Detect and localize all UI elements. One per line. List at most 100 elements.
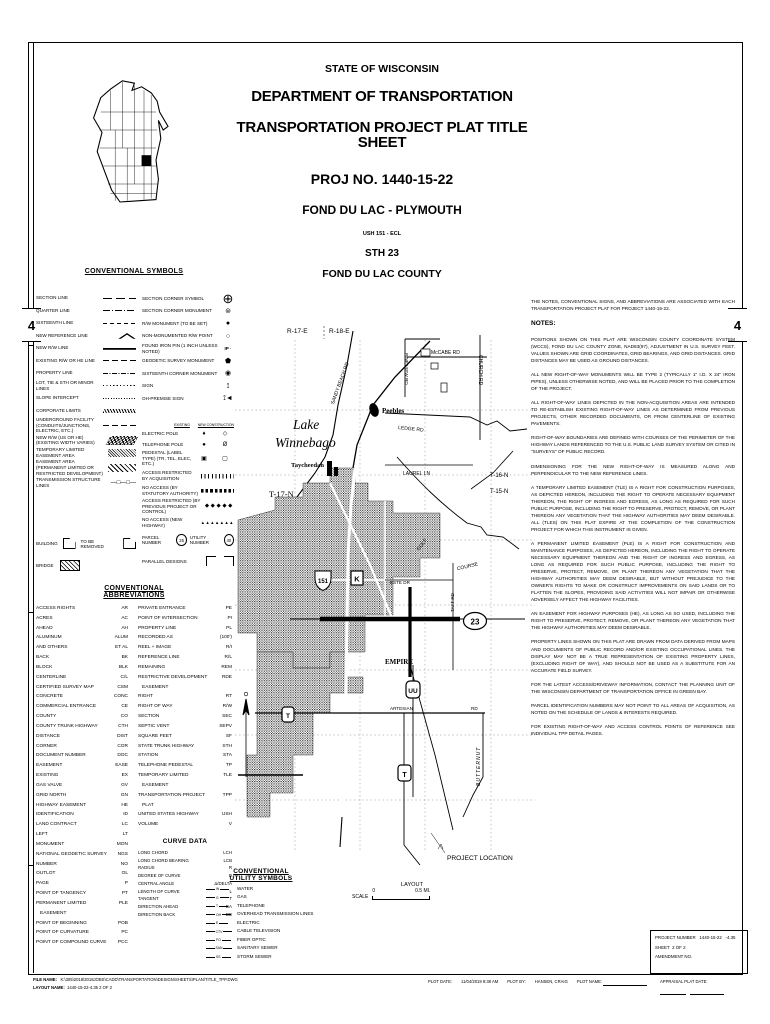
abbreviation-term: CERTIFIED SURVEY MAP [36,684,94,690]
conventional-abbreviations-section: CONVENTIONAL ABBREVIATIONS ACCESS RIGHTS… [36,585,232,948]
note-paragraph: PROPERTY LINES SHOWN ON THIS PLAT ARE DR… [531,639,735,673]
note-paragraph: A PERMANENT LIMITED EASEMENT (PLE) IS A … [531,540,735,603]
legend-line-sample [103,422,136,430]
utility-row: SS STORM SEWER [206,953,316,961]
title-project-number: PROJ NO. 1440-15-22 [310,170,454,187]
abbreviation-code: AH [121,625,128,631]
cth-t-marker-west-icon [281,706,295,723]
abbreviation-term: RIGHT [138,694,153,700]
lake-name-line1: Lake [292,417,319,432]
abbreviation-row: OUTLOT OL [36,869,128,879]
title-county: FOND DU LAC COUNTY [322,268,442,280]
note-paragraph: A TEMPORARY LIMITED EASEMENT (TLE) IS A … [531,484,735,532]
parcel-utility-row: PARCEL NUMBER 25 UTILITY NUMBER 40 [142,534,234,546]
pole-new-icon: Ø [222,441,228,448]
legend-row: TEMPORARY LIMITED EASEMENT AREA [36,447,136,460]
pole-row: ELECTRIC POLE ♦ ◇ [142,428,234,439]
abbreviation-row: BACK BK [36,653,128,663]
curve-data-term: LONG CHORD BEARING [138,857,189,863]
legend-label: QUARTER LINE [36,307,70,313]
curve-data-term: CENTRAL ANGLE [138,880,175,886]
layout-label: LAYOUT [401,882,423,888]
legend-row: SIXTEENTH LINE [36,317,136,330]
sth-23-number: 23 [471,618,480,627]
layout-name-value: 1440-15-22-4.35 2 OF 2 [67,984,112,990]
abbreviation-term: REEL + IMAGE [138,645,172,651]
legend-row: UNDERGROUND FACILITY (CONDUITS/JUNCTIONS… [36,417,136,434]
township-17n-label: T-17-N [269,489,294,499]
abbreviation-row: RIGHT RT [138,692,232,702]
legend-line-sample [108,448,136,457]
curve-data-row: LENGTH OF CURVE L [138,888,232,896]
utility-code: SAN [215,946,223,951]
abbreviation-row: DISTANCE DIST [36,732,128,742]
abbreviation-term: PRIVATE ENTRANCE [138,606,186,611]
project-number-label: PROJECT NUMBER [655,935,696,940]
scale-block: LAYOUT SCALE 0 0.5 MI. [352,882,462,900]
curve-data-term: TANGENT [138,896,159,902]
legend-label: NEW REFERENCE LINE [36,332,88,338]
abbreviation-code: AR [121,606,128,611]
abbreviation-term: LEFT [36,832,48,838]
abbreviation-row: GAS VALVE GV [36,781,128,791]
pole-existing-icon: ▣ [201,456,207,463]
utility-number-icon: 40 [223,534,234,546]
abbreviation-term: HIGHWAY EASEMENT [36,802,87,808]
abbreviation-row: AHEAD AH [36,624,128,634]
butternut-road-label: BUTTERNUT [476,747,482,786]
utility-line-icon: CTV [206,929,232,935]
artesian-road-label: ARTESIAN [390,706,413,711]
abbreviation-term: POINT OF TANGENCY [36,891,87,897]
access-label: ACCESS RESTRICTED BY ACQUISITION [142,469,192,481]
parallel-designs-row: PARALLEL DESIGNS [142,556,234,566]
utility-label: STORM SEWER [237,953,272,959]
bridge-label: BRIDGE [36,563,54,568]
plot-name-label: PLOT NAME: [576,979,603,984]
abbreviation-row: COUNTY TRUNK HIGHWAY CTH [36,722,128,732]
abbreviation-row: ALUMINUM ALUM [36,633,128,643]
legend-row: NEW REFERENCE LINE [36,330,136,343]
curve-data-term: DIRECTION AHEAD [138,903,179,909]
abbreviation-row: RECORDED AS (100') [138,633,232,643]
abbreviation-code: MON [116,841,128,847]
pole-existing-icon: ♦ [202,430,206,437]
abbreviation-code: LT [122,832,128,838]
abbreviation-code: STA [223,753,232,759]
abbreviation-code: EASE [115,763,128,769]
cth-uu-marker-icon [405,680,421,699]
empire-label: EMPIRE [385,658,413,666]
sheet-row: SHEET 2 OF 2 [655,943,743,953]
cth-t-road [403,713,421,865]
abbreviation-code: R/L [224,655,232,661]
sheet-label: SHEET [655,944,670,950]
abbreviation-code: BK [121,655,128,661]
building-footprints [420,348,448,393]
project-location-label: PROJECT LOCATION [447,855,513,862]
access-line-sample: ▲▲▲▲▲▲▲ [200,519,234,525]
sheet-border [28,42,743,975]
abbreviation-term: COUNTY TRUNK HIGHWAY [36,723,98,729]
curve-data-code: Δ/DELTA [214,880,232,886]
legend-line-sample [105,435,139,445]
course-label: COURSE [456,561,479,572]
cth-t-west-letter: T [286,713,290,720]
curve-data-term: DEGREE OF CURVE [138,873,181,879]
range-label-east: R-18-E [329,328,350,335]
abbreviation-code: ALUM [114,635,128,641]
township-15n-label: T-15-N [490,489,508,495]
sth-23-marker-icon [462,611,488,631]
inner-left-rule [33,42,34,973]
abbreviation-term: PAGE [36,881,49,887]
note-paragraph: ALL NEW RIGHT-OF-WAY MONUMENTS WILL BE T… [531,372,735,392]
abbreviation-code: PT [121,891,128,897]
abbreviation-code: PCC [117,940,128,946]
township-16n-label: T-16-N [490,473,508,479]
abbreviation-term: CORNER [36,743,57,749]
curve-data-code: LCB [223,857,232,863]
abbreviation-code: CONC [113,694,128,700]
abbreviation-row: NUMBER NO [36,860,128,870]
abbreviation-code: V [228,822,232,828]
plot-by-value: HANSEN, CRAIG [534,979,568,984]
curve-data-code: R [228,865,232,871]
file-name-label: FILE NAME: [33,977,57,982]
